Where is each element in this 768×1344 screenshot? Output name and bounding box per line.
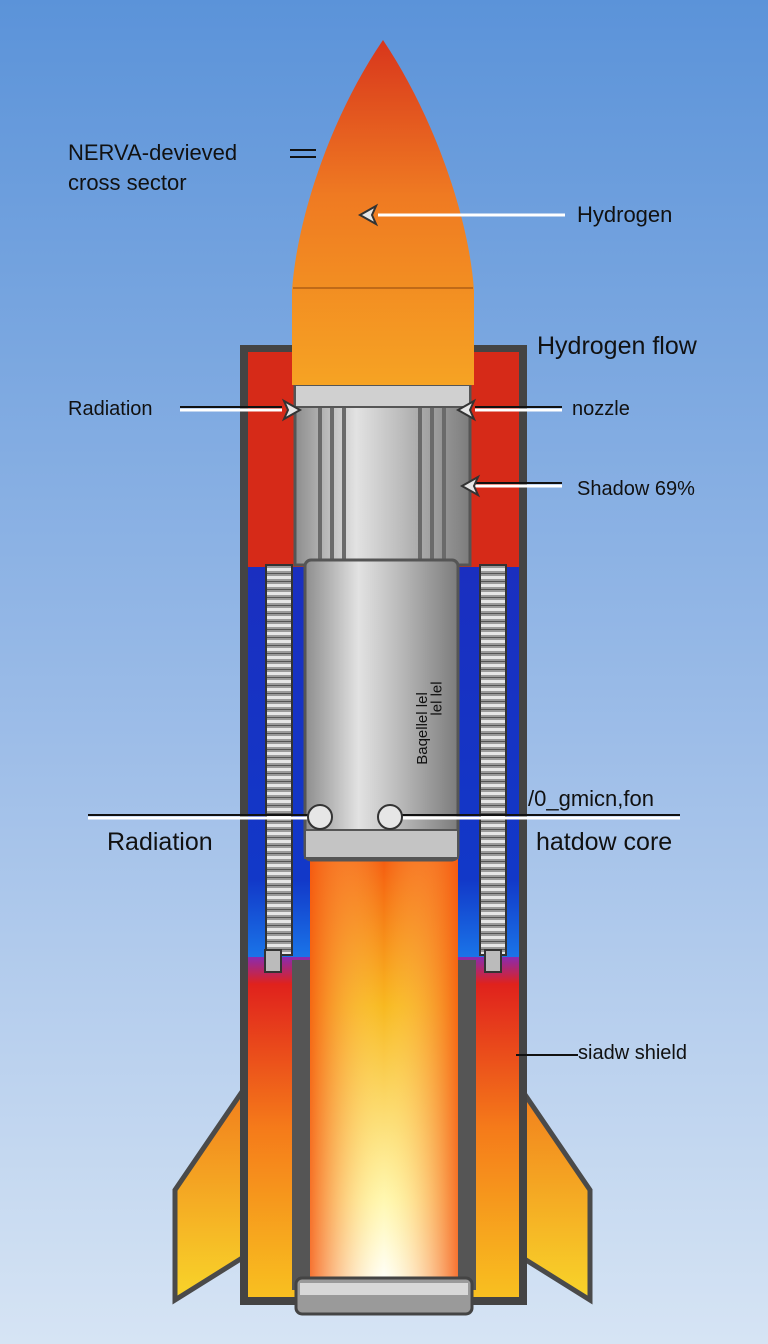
nozzle-wall-right [458,960,476,1290]
left-coil-tube [265,564,293,956]
title-line-1: NERVA-devieved [68,140,238,165]
arrow-markers [281,203,481,830]
label-radiation-top: Radiation [68,398,153,420]
label-shadow-shield: siadw shield [578,1042,687,1064]
reactor-core-cylinder [303,558,460,862]
right-coil-tube [479,564,507,956]
leader-lines [88,213,680,820]
label-shadow-core: hatdow core [536,828,673,856]
label-nozzle: nozzle [572,398,630,420]
label-radiation-bottom: Radiation [107,828,213,856]
label-hydrogen: Hydrogen [577,202,673,227]
nozzle-wall-left [292,960,310,1290]
label-side-note: /0_gmicn,fon [528,786,654,811]
label-hydrogen-flow: Hydrogen flow [537,332,697,360]
nose-cone [292,40,474,385]
title-line-2: cross sector [68,170,187,195]
upper-metal-cylinder [293,383,472,567]
cylinder-fins [318,408,446,563]
label-shadow-percent: Shadow 69% [577,478,695,500]
vertical-core-text-2: lel lel [428,681,446,716]
